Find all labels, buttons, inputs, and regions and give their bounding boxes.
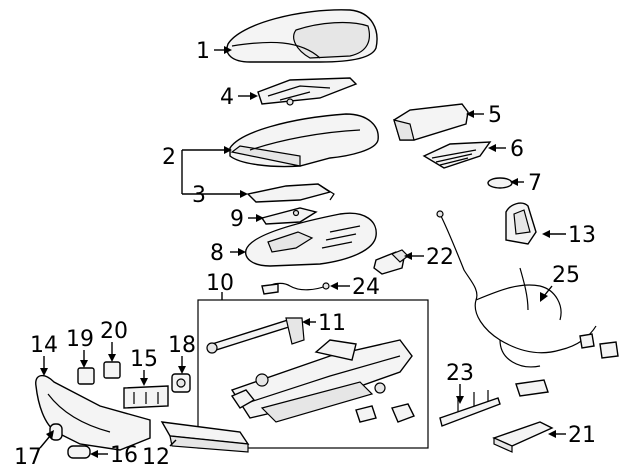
part-20-switch <box>103 361 121 379</box>
part-19-switch <box>77 367 95 385</box>
callout-24: 24 <box>352 275 380 300</box>
leader-lines <box>39 46 566 458</box>
part-6-vent-grille <box>422 141 492 169</box>
part-4-heater-mat <box>257 77 358 106</box>
callout-14: 14 <box>30 333 58 358</box>
callout-5: 5 <box>488 103 502 128</box>
part-21-tray <box>492 421 554 453</box>
part-12-side-panel <box>160 421 250 453</box>
callout-10: 10 <box>206 271 234 296</box>
part-2-cushion-pad <box>229 113 379 168</box>
callout-6: 6 <box>510 137 524 162</box>
part-5-trim-panel <box>393 103 469 141</box>
part-7-cap <box>487 177 513 189</box>
part-18-knob <box>171 373 191 393</box>
callout-1: 1 <box>196 39 210 64</box>
callout-16: 16 <box>110 443 138 468</box>
callout-22: 22 <box>426 245 454 270</box>
callout-13: 13 <box>568 223 596 248</box>
callout-2: 2 <box>162 145 176 170</box>
callout-4: 4 <box>220 85 234 110</box>
callout-23: 23 <box>446 361 474 386</box>
part-1-cushion-cover <box>226 9 378 63</box>
callout-20: 20 <box>100 319 128 344</box>
part-8-seat-pan <box>245 212 377 267</box>
callout-8: 8 <box>210 241 224 266</box>
part-25-wiring-harness <box>436 210 619 397</box>
callout-12: 12 <box>142 445 170 470</box>
part-22-connector <box>373 249 409 275</box>
part-16-button <box>67 445 91 459</box>
callout-3: 3 <box>192 183 206 208</box>
callout-11: 11 <box>318 311 346 336</box>
part-10-adjuster-box <box>197 299 429 449</box>
part-24-cable <box>261 282 330 295</box>
callout-25: 25 <box>552 263 580 288</box>
part-13-bezel <box>505 202 537 245</box>
callout-19: 19 <box>66 327 94 352</box>
callout-labels: 1 4 5 2 6 7 3 9 8 13 22 25 24 10 11 23 2… <box>14 39 596 470</box>
part-14-side-shield <box>35 375 151 451</box>
callout-15: 15 <box>130 347 158 372</box>
callout-7: 7 <box>528 171 542 196</box>
callout-17: 17 <box>14 445 42 470</box>
part-9-plate <box>260 207 318 225</box>
callout-9: 9 <box>230 207 244 232</box>
callout-21: 21 <box>568 423 596 448</box>
part-23-bracket <box>439 390 501 427</box>
part-3-bracket <box>246 183 335 203</box>
part-15-switch-panel <box>123 385 169 409</box>
callout-18: 18 <box>168 333 196 358</box>
